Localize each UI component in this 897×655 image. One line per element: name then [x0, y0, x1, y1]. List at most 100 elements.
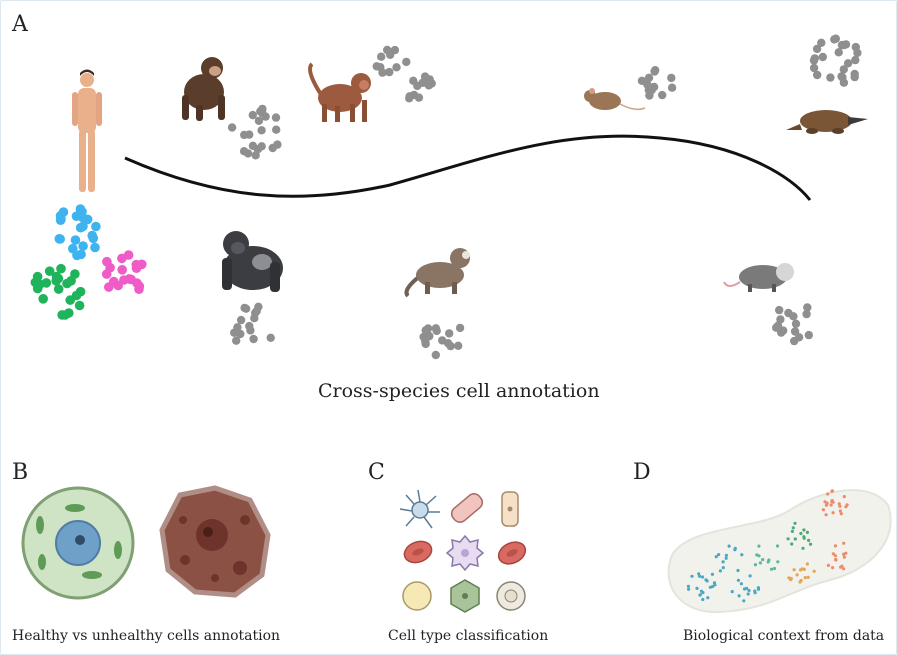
data-point	[686, 584, 691, 588]
blue-cell	[91, 221, 101, 232]
data-point	[793, 521, 797, 525]
data-point	[795, 573, 799, 577]
pink-cell	[131, 263, 142, 274]
data-point	[802, 567, 806, 572]
gray-cell	[383, 45, 392, 55]
data-point	[739, 582, 744, 586]
gray-cell	[405, 94, 414, 103]
data-point	[799, 568, 803, 572]
data-point	[767, 558, 771, 562]
data-point	[834, 558, 838, 562]
green-cell	[51, 271, 62, 282]
gray-cell	[838, 73, 847, 82]
gray-cell	[784, 308, 793, 318]
gray-cell	[431, 350, 440, 360]
data-point	[772, 566, 777, 571]
data-point	[837, 502, 841, 506]
data-point	[697, 572, 701, 576]
data-point	[727, 544, 731, 548]
panel-c-caption: Cell type classification	[388, 628, 549, 644]
data-point	[769, 567, 774, 571]
gray-cell	[245, 321, 254, 331]
blue-cell	[78, 221, 88, 232]
gray-cell	[271, 113, 281, 122]
gray-cell	[402, 57, 411, 67]
gray-cell	[667, 73, 676, 83]
data-point	[838, 509, 843, 513]
data-point	[791, 526, 795, 530]
data-point	[706, 596, 710, 600]
gray-cell	[378, 68, 387, 77]
gray-cell	[273, 140, 282, 149]
data-point	[831, 566, 835, 570]
gray-cell	[841, 40, 851, 49]
data-point	[805, 562, 810, 566]
gray-cell	[445, 329, 454, 338]
data-point	[792, 568, 796, 572]
data-point	[746, 592, 750, 596]
green-cell	[71, 290, 82, 301]
mouse-figure	[584, 88, 646, 111]
data-point	[710, 572, 715, 576]
gray-cell	[776, 315, 785, 324]
panel-d-caption: Biological context from data	[683, 628, 885, 644]
data-point	[824, 513, 828, 517]
data-point	[803, 576, 807, 580]
gray-cell	[249, 334, 258, 344]
gray-cell	[804, 330, 813, 340]
opossum-figure	[723, 263, 794, 292]
data-point	[698, 574, 702, 578]
data-point	[786, 537, 790, 541]
data-point	[748, 574, 752, 578]
panel-a-letter: A	[12, 12, 28, 37]
data-point	[805, 530, 810, 535]
gray-cell	[392, 63, 401, 72]
gorilla-figure	[222, 231, 283, 292]
gray-cell	[227, 123, 237, 132]
gray-cell	[272, 125, 281, 134]
unhealthy-cell-icon	[159, 485, 271, 598]
human-pink-cell-cluster	[101, 250, 147, 295]
data-point	[826, 492, 830, 496]
data-point	[826, 563, 831, 568]
data-point	[831, 552, 835, 556]
blue-cell	[56, 214, 66, 224]
gray-cell	[372, 62, 381, 71]
red-blood-cell-icon	[403, 540, 433, 564]
gray-cell-clusters	[227, 34, 862, 360]
gray-cell	[791, 319, 801, 328]
data-point	[736, 578, 741, 582]
data-point	[802, 535, 806, 539]
data-point	[742, 599, 746, 603]
blue-cell	[90, 242, 100, 253]
gray-cell	[809, 56, 819, 65]
data-point	[808, 542, 813, 546]
gray-cell	[818, 52, 827, 62]
gray-cell	[446, 341, 455, 351]
data-point	[830, 500, 834, 504]
blue-cell	[72, 250, 82, 261]
gray-cell	[817, 38, 826, 47]
fat-cell-icon	[402, 581, 432, 611]
data-point	[757, 544, 761, 548]
gray-cell	[812, 44, 822, 54]
green-cell	[35, 279, 45, 290]
data-point	[845, 503, 849, 507]
data-point	[838, 504, 842, 508]
data-point	[839, 512, 843, 516]
gray-cell	[266, 333, 275, 342]
pink-cell	[113, 280, 123, 291]
gray-cell	[243, 149, 253, 158]
gray-cell	[232, 336, 241, 345]
panel-b-caption: Healthy vs unhealthy cells annotation	[12, 628, 281, 644]
data-point	[753, 563, 758, 567]
gray-cell	[790, 336, 799, 346]
gray-cell	[813, 70, 822, 80]
gray-cell	[851, 55, 860, 65]
gray-cell	[834, 48, 843, 57]
gray-cell	[252, 306, 261, 316]
green-cell	[74, 300, 85, 311]
data-point	[742, 587, 747, 591]
pink-cell	[117, 265, 127, 275]
